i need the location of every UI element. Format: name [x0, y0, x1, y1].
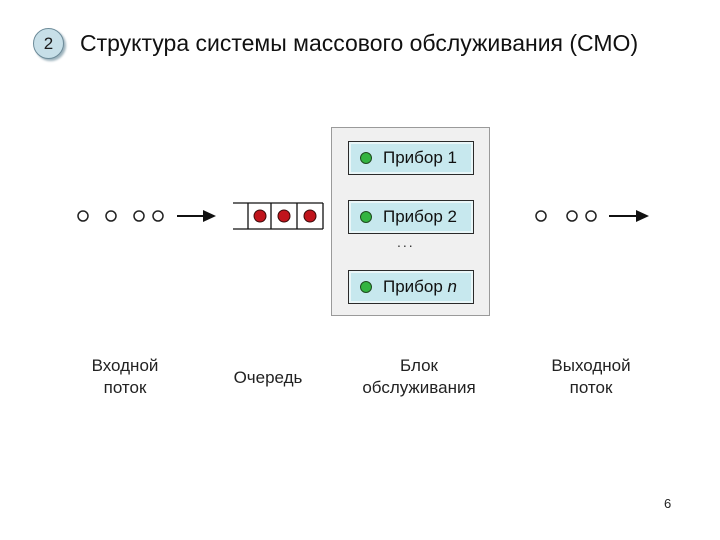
input-stream-label: Входной поток	[91, 356, 159, 397]
service-block: Прибор 1 Прибор 2 Прибор n	[331, 127, 490, 316]
device-label: Прибор n	[383, 277, 458, 296]
device-status-dot	[360, 152, 372, 164]
device-label: Прибор 1	[383, 148, 457, 167]
output-circle	[566, 210, 578, 222]
queue-item-dot	[303, 209, 317, 223]
output-arrow	[609, 210, 649, 222]
input-circle	[105, 210, 117, 222]
queue-item-dot	[277, 209, 291, 223]
output-circle	[535, 210, 547, 222]
output-circle	[585, 210, 597, 222]
queue-item-dot	[253, 209, 267, 223]
device-status-dot	[360, 281, 372, 293]
device-status-dot	[360, 211, 372, 223]
input-arrow	[177, 210, 216, 222]
device-1: Прибор 1	[348, 141, 474, 175]
slide-number-badge: 2	[33, 28, 64, 59]
input-circle	[77, 210, 89, 222]
output-stream-circles	[535, 210, 597, 222]
device-2: Прибор 2	[348, 200, 474, 234]
devices-ellipsis: ...	[397, 234, 415, 250]
queue-label: Очередь	[233, 368, 303, 387]
queue	[233, 202, 324, 230]
slide-title: Структура системы массового обслуживания…	[80, 30, 639, 56]
output-stream-label: Выходной поток	[551, 356, 631, 397]
service-block-label: Блок обслуживания	[362, 356, 476, 397]
badge-number: 2	[43, 33, 54, 53]
page-number: 6	[664, 496, 672, 511]
device-label: Прибор 2	[383, 207, 457, 226]
input-circle	[152, 210, 164, 222]
input-circle	[133, 210, 145, 222]
device-n: Прибор n	[348, 270, 474, 304]
input-stream-circles	[77, 210, 164, 222]
